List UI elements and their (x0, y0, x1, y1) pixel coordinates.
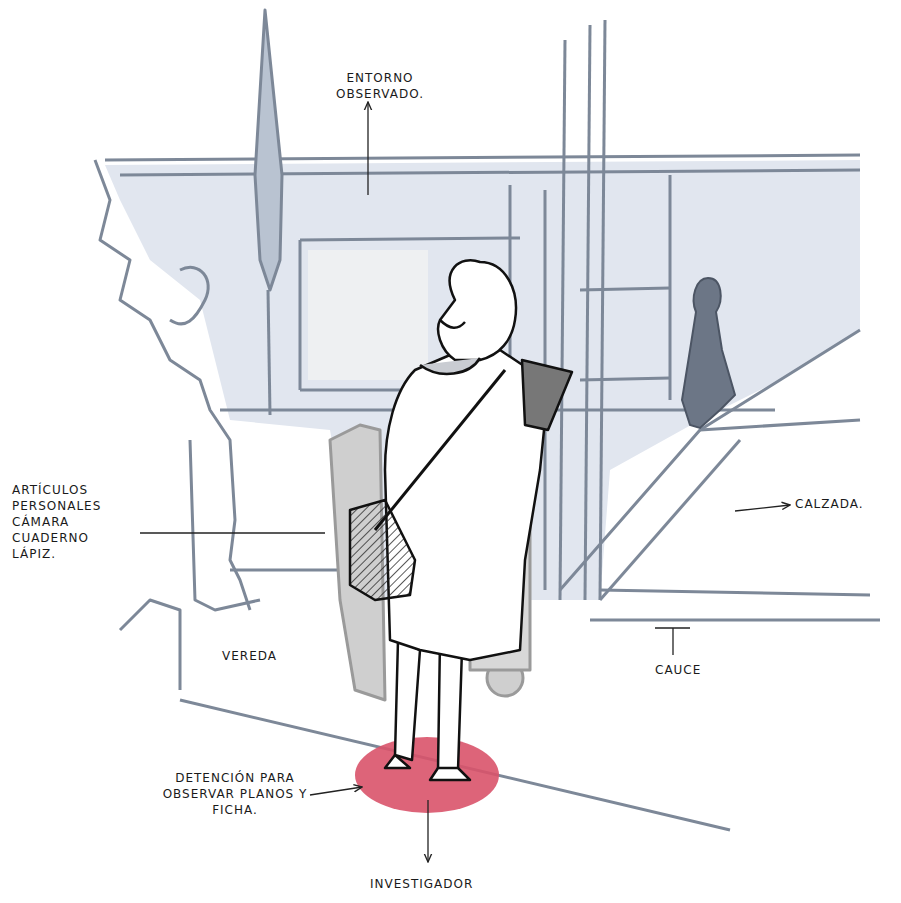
annotation-label: ENTORNO OBSERVADO. (320, 70, 440, 102)
annotation-label: VEREDA (222, 648, 302, 664)
stop-marker (355, 737, 499, 813)
annotation-label: CALZADA. (795, 496, 895, 512)
annotation-label: DETENCIÓN PARA OBSERVAR PLANOS Y FICHA. (160, 770, 310, 818)
annotation-label: ARTÍCULOS PERSONALES CÁMARA CUADERNO LÁP… (12, 482, 130, 562)
pedestrian-figure (682, 278, 735, 428)
leader-lines (140, 102, 790, 862)
annotation-label: INVESTIGADOR (370, 876, 510, 892)
investigator-figure (350, 260, 572, 780)
annotation-label: CAUCE (655, 662, 735, 678)
environment (95, 10, 880, 830)
